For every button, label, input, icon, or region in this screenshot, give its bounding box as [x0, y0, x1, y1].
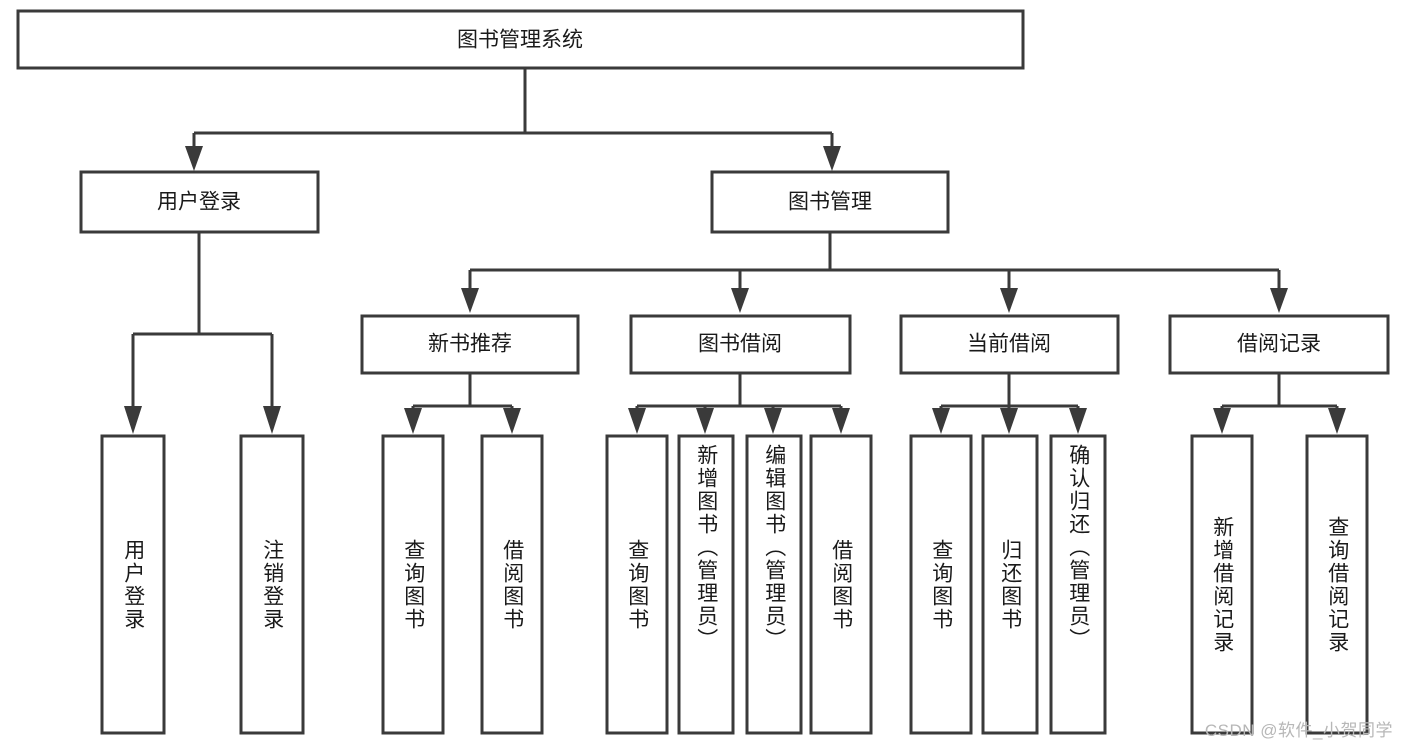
- arrow-head-icon: [731, 288, 749, 313]
- arrow-head-icon: [628, 408, 646, 434]
- arrow-head-icon: [404, 408, 422, 434]
- arrow-head-icon: [1069, 408, 1087, 434]
- leaf-box-current-borrow-1[interactable]: [981, 434, 1039, 735]
- leaf-box-book-borrow-2[interactable]: [745, 434, 803, 735]
- node-current-borrow[interactable]: 当前借阅: [899, 314, 1120, 375]
- connector-book-borrow-to-leaves: [628, 373, 850, 434]
- leaf-box-book-borrow-3[interactable]: [809, 434, 873, 735]
- arrow-head-icon: [1270, 288, 1288, 313]
- leaf-box-user-login-0[interactable]: [100, 434, 166, 735]
- node-root[interactable]: 图书管理系统: [16, 9, 1025, 70]
- leaf-box-current-borrow-0[interactable]: [909, 434, 973, 735]
- node-current-borrow-box: [899, 314, 1120, 375]
- node-new-book-recommend[interactable]: 新书推荐: [360, 314, 580, 375]
- arrow-head-icon: [932, 408, 950, 434]
- node-root-label: 图书管理系统: [457, 29, 583, 52]
- arrow-head-icon: [1328, 408, 1346, 434]
- leaf-box-new-book-1[interactable]: [480, 434, 544, 735]
- connector-root-to-level2: [185, 68, 841, 171]
- arrow-head-icon: [124, 406, 142, 434]
- arrow-head-icon: [185, 146, 203, 171]
- node-book-management[interactable]: 图书管理: [710, 170, 950, 234]
- arrow-head-icon: [832, 408, 850, 434]
- leaf-box-borrow-record-0[interactable]: [1190, 434, 1254, 735]
- node-user-login-box: [79, 170, 320, 234]
- watermark-text: CSDN @软件_小贺同学: [1204, 721, 1393, 740]
- node-current-borrow-label: 当前借阅: [967, 333, 1051, 356]
- node-borrow-record[interactable]: 借阅记录: [1168, 314, 1390, 375]
- leaf-box-book-borrow-1[interactable]: [677, 434, 735, 735]
- connector-borrow-record-to-leaves: [1213, 373, 1346, 434]
- arrow-head-icon: [823, 146, 841, 171]
- leaf-box-book-borrow-0[interactable]: [605, 434, 669, 735]
- node-root-box: [16, 9, 1025, 70]
- node-new-book-recommend-label: 新书推荐: [428, 333, 512, 356]
- connector-book-management-to-level3: [461, 232, 1288, 313]
- leaf-box-new-book-0[interactable]: [381, 434, 445, 735]
- node-borrow-record-label: 借阅记录: [1237, 333, 1321, 356]
- arrow-head-icon: [1000, 288, 1018, 313]
- node-book-borrow-label: 图书借阅: [698, 333, 782, 356]
- leaf-box-user-login-1[interactable]: [239, 434, 305, 735]
- leaf-box-current-borrow-2[interactable]: [1049, 434, 1107, 735]
- node-new-book-recommend-box: [360, 314, 580, 375]
- arrow-head-icon: [503, 408, 521, 434]
- leaf-box-borrow-record-1[interactable]: [1305, 434, 1369, 735]
- connector-new-book-recommend-to-leaves: [404, 373, 521, 434]
- node-book-borrow[interactable]: 图书借阅: [629, 314, 852, 375]
- arrow-head-icon: [263, 406, 281, 434]
- arrow-head-icon: [1000, 408, 1018, 434]
- arrow-head-icon: [461, 288, 479, 313]
- arrow-head-icon: [764, 408, 782, 434]
- connector-user-login-to-leaves: [124, 232, 281, 434]
- arrow-head-icon: [1213, 408, 1231, 434]
- node-user-login-label: 用户登录: [157, 191, 241, 214]
- node-book-management-label: 图书管理: [788, 191, 872, 214]
- connector-current-borrow-to-leaves: [932, 373, 1087, 434]
- node-user-login[interactable]: 用户登录: [79, 170, 320, 234]
- arrow-head-icon: [696, 408, 714, 434]
